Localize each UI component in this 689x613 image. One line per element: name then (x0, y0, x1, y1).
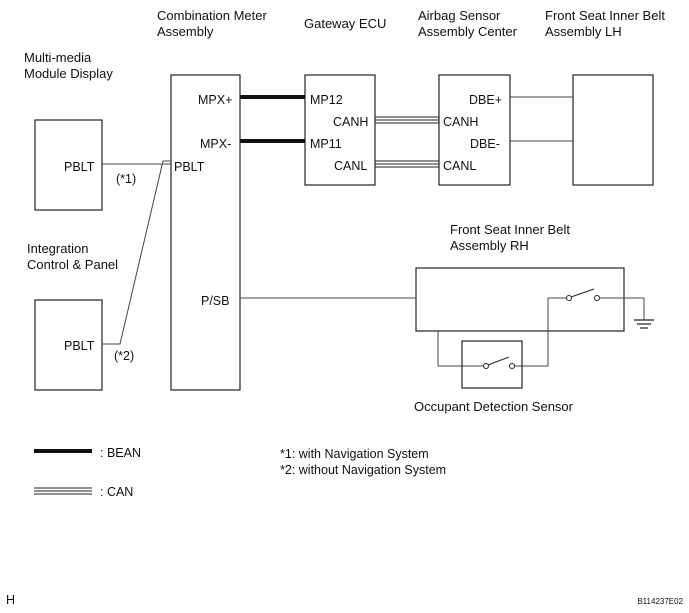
multimedia-title-line2: Module Display (24, 66, 113, 81)
belt-rh-title-line1: Front Seat Inner Belt (450, 222, 570, 237)
belt-lh-title-line2: Assembly LH (545, 24, 622, 39)
belt-lh-title-line1: Front Seat Inner Belt (545, 8, 665, 23)
os-switch-blade (487, 356, 510, 366)
wire-occupant-right (522, 298, 549, 367)
rh-switch-contact-left (566, 295, 572, 301)
ground-icon (634, 298, 654, 329)
note-marker-1: (*1) (116, 172, 136, 186)
pin-integration-pblt: PBLT (64, 339, 95, 353)
pin-mpx-plus: MPX+ (198, 93, 232, 107)
can-line-canh (375, 116, 439, 124)
occupant-sensor-title: Occupant Detection Sensor (414, 399, 574, 414)
can-line-canl (375, 160, 439, 168)
belt-rh-box (415, 267, 625, 332)
multimedia-title-line1: Multi-media (24, 50, 92, 65)
note-marker-2: (*2) (114, 349, 134, 363)
combination-meter-box (170, 74, 241, 391)
pin-psb: P/SB (201, 294, 230, 308)
combination-meter-title-line2: Assembly (157, 24, 214, 39)
gateway-ecu-title: Gateway ECU (304, 16, 386, 31)
integration-title-line1: Integration (27, 241, 88, 256)
airbag-sensor-box (438, 74, 511, 186)
os-switch-contact-left (483, 363, 489, 369)
pin-multimedia-pblt: PBLT (64, 160, 95, 174)
legend-bean-label: : BEAN (100, 446, 141, 460)
pin-meter-pblt: PBLT (174, 160, 205, 174)
belt-rh-title-line2: Assembly RH (450, 238, 529, 253)
airbag-sensor-title-line1: Airbag Sensor (418, 8, 501, 23)
pin-airbag-canh: CANH (443, 115, 478, 129)
corner-mark-h: H (6, 593, 15, 607)
pin-airbag-canl: CANL (443, 159, 476, 173)
legend-can-label: : CAN (100, 485, 133, 499)
rh-switch-contact-right (594, 295, 600, 301)
footnote-2: *2: without Navigation System (280, 463, 446, 477)
legend-can-line (34, 487, 92, 495)
wire-pblt-integration (102, 160, 171, 345)
pin-mp12: MP12 (310, 93, 343, 107)
pin-mp11: MP11 (310, 137, 342, 151)
combination-meter-title-line1: Combination Meter (157, 8, 267, 23)
integration-panel-box (34, 299, 103, 391)
pin-gateway-canl: CANL (334, 159, 367, 173)
gateway-ecu-box (304, 74, 376, 186)
pin-dbe-plus: DBE+ (469, 93, 502, 107)
rh-switch-blade (570, 288, 595, 298)
pin-mpx-minus: MPX- (200, 137, 231, 151)
footnote-1: *1: with Navigation System (280, 447, 429, 461)
belt-lh-box (572, 74, 654, 186)
integration-title-line2: Control & Panel (27, 257, 118, 272)
airbag-sensor-title-line2: Assembly Center (418, 24, 518, 39)
pin-gateway-canh: CANH (333, 115, 368, 129)
multimedia-display-box (34, 119, 103, 211)
figure-code: B114237E02 (637, 597, 683, 606)
wire-occupant-left (437, 331, 462, 367)
pin-dbe-minus: DBE- (470, 137, 500, 151)
os-switch-contact-right (509, 363, 515, 369)
